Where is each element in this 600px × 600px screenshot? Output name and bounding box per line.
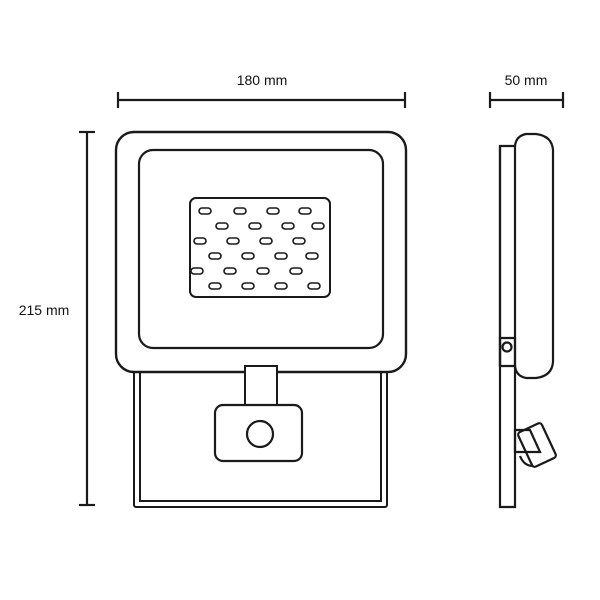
housing-outer bbox=[114, 130, 408, 374]
led-grid bbox=[190, 207, 325, 290]
led-chip bbox=[311, 222, 325, 230]
height-dimension-label: 215 mm bbox=[19, 302, 70, 318]
led-chip bbox=[274, 282, 288, 290]
side-pivot-screw bbox=[501, 341, 513, 353]
led-chip bbox=[223, 267, 237, 275]
pir-sensor-lens bbox=[245, 419, 275, 449]
front-view bbox=[114, 130, 408, 508]
led-chip bbox=[256, 267, 270, 275]
led-chip bbox=[305, 252, 319, 260]
depth-dimension-label: 50 mm bbox=[505, 72, 548, 88]
led-chip bbox=[208, 282, 222, 290]
led-chip bbox=[281, 222, 295, 230]
width-dimension bbox=[116, 92, 407, 108]
led-chip bbox=[198, 207, 212, 215]
led-chip bbox=[215, 222, 229, 230]
led-chip bbox=[259, 237, 273, 245]
side-pir-sensor bbox=[513, 422, 557, 468]
led-panel bbox=[189, 197, 331, 298]
side-view bbox=[498, 132, 557, 509]
sensor-arm bbox=[244, 365, 278, 407]
led-chip bbox=[241, 282, 255, 290]
led-chip bbox=[274, 252, 288, 260]
led-chip bbox=[233, 207, 247, 215]
housing-inner-frame bbox=[137, 148, 385, 350]
led-chip bbox=[266, 207, 280, 215]
side-bracket bbox=[498, 336, 517, 509]
pir-sensor-housing bbox=[213, 403, 304, 463]
width-dimension-label: 180 mm bbox=[237, 72, 288, 88]
led-chip bbox=[248, 222, 262, 230]
side-body bbox=[498, 132, 555, 380]
led-chip bbox=[226, 237, 240, 245]
height-dimension bbox=[79, 130, 95, 507]
led-chip bbox=[298, 207, 312, 215]
led-chip bbox=[208, 252, 222, 260]
led-chip bbox=[190, 267, 204, 275]
led-chip bbox=[193, 237, 207, 245]
led-chip bbox=[289, 267, 303, 275]
depth-dimension bbox=[488, 92, 565, 108]
led-chip bbox=[241, 252, 255, 260]
led-chip bbox=[307, 282, 321, 290]
led-chip bbox=[292, 237, 306, 245]
